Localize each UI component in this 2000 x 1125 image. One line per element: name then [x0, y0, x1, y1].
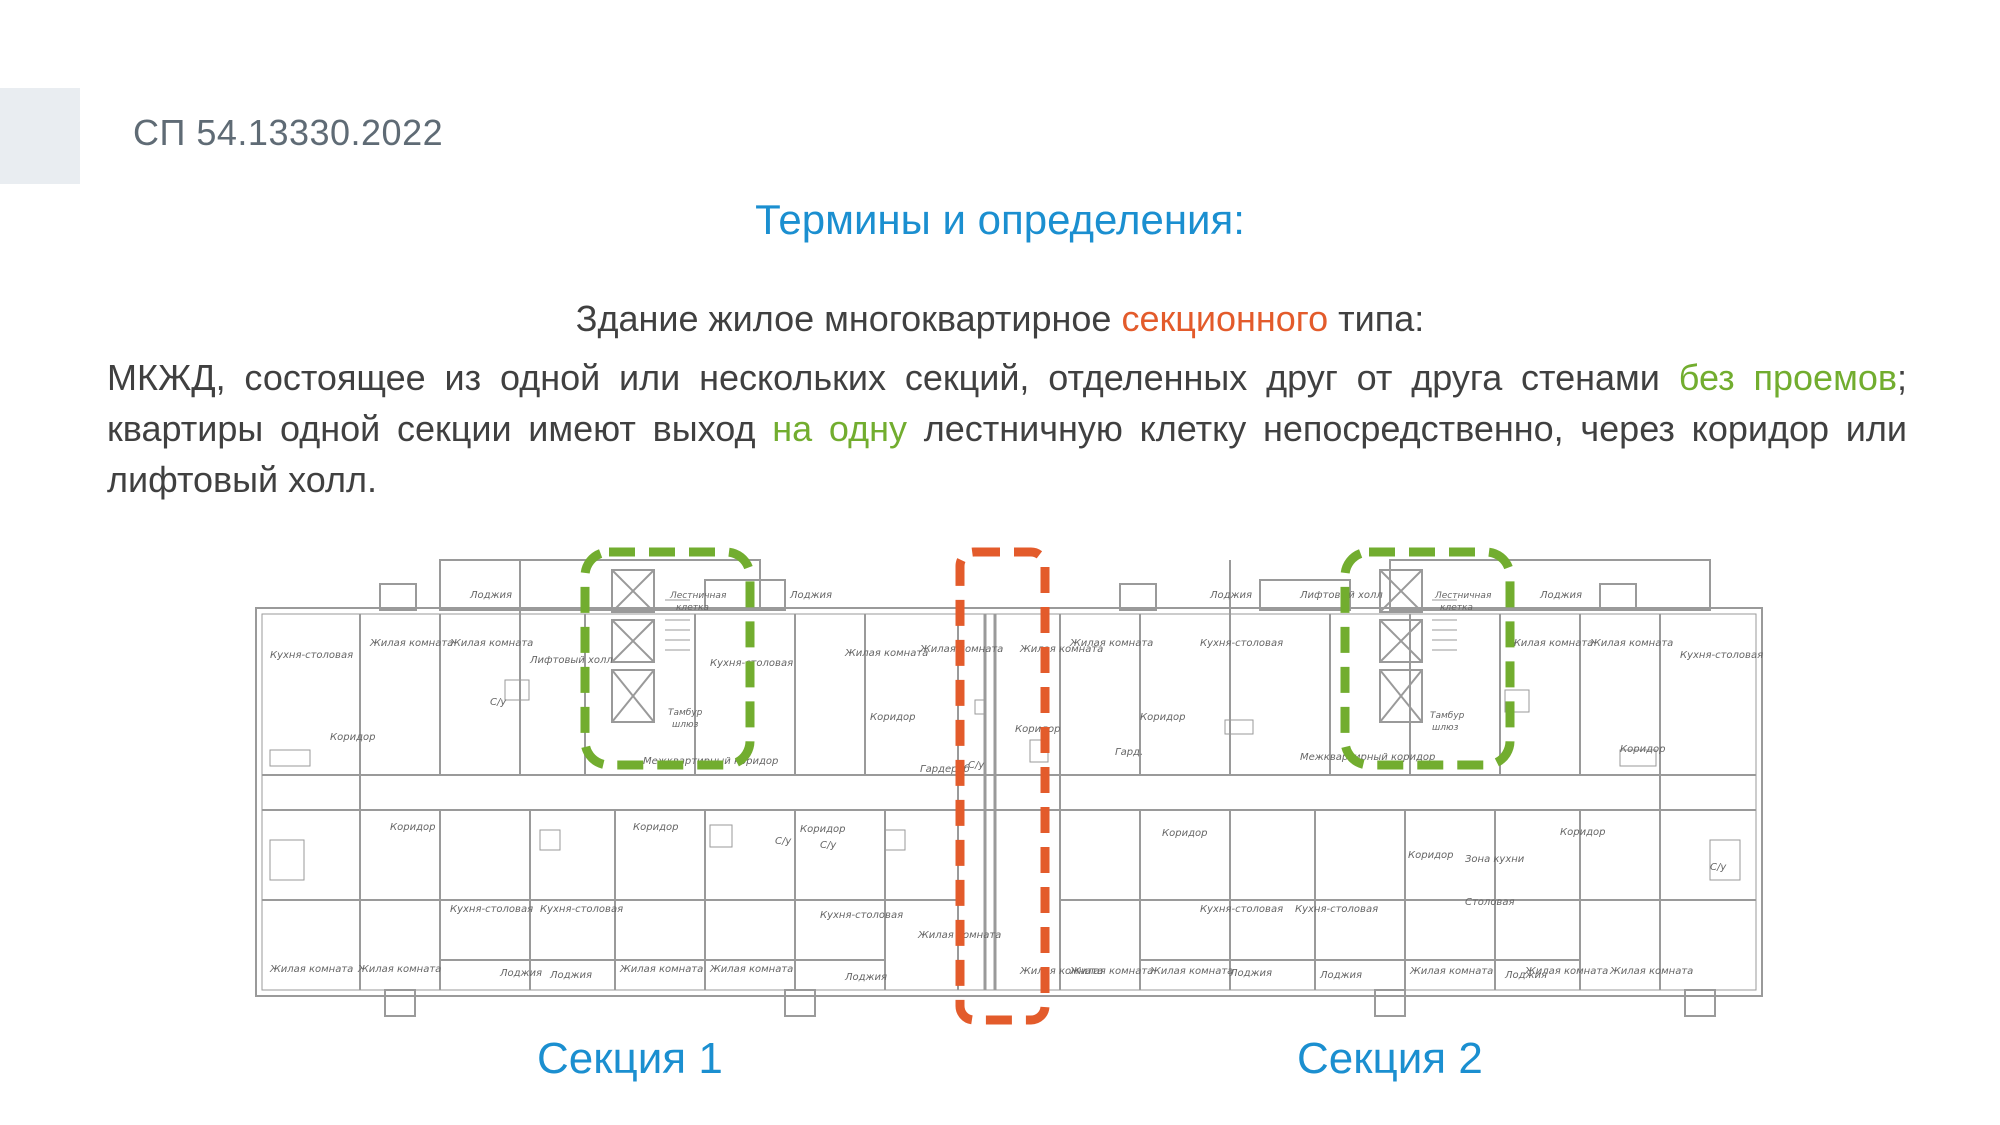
- definition-highlight-no-openings: без проемов: [1678, 357, 1897, 398]
- room-label: Лоджия: [1504, 970, 1547, 981]
- room-label: Жилая комната: [1149, 966, 1233, 977]
- room-label: Жилая комната: [369, 638, 453, 649]
- room-label: Кухня-столовая: [270, 650, 353, 661]
- room-label: Лоджия: [499, 968, 542, 979]
- room-label: Коридор: [870, 712, 915, 723]
- room-label: Жилая комната: [357, 964, 441, 975]
- room-label: Лоджия: [1209, 590, 1252, 601]
- room-label: Жилая комната: [1069, 638, 1153, 649]
- room-label: Жилая комната: [1069, 966, 1153, 977]
- section-wall-highlight: [955, 547, 1050, 1025]
- room-label: шлюз: [1432, 723, 1459, 733]
- definition-body: МКЖД, состоящее из одной или нескольких …: [107, 352, 1907, 505]
- room-label: шлюз: [672, 720, 699, 730]
- definition-title: Здание жилое многоквартирное секционного…: [0, 298, 2000, 340]
- room-label: Коридор: [1408, 850, 1453, 861]
- room-label: Кухня-столовая: [540, 904, 623, 915]
- room-label: Тамбур: [668, 708, 703, 718]
- floor-plan: Кухня-столовая Жилая комната Жилая комна…: [255, 547, 1763, 1025]
- room-label: Зона кухни: [1465, 854, 1525, 865]
- room-label: Жилая комната: [1019, 966, 1103, 977]
- room-label: Межквартирный коридор: [1300, 752, 1435, 763]
- section-2-label: Секция 2: [1297, 1034, 1483, 1083]
- room-label: Коридор: [1560, 827, 1605, 838]
- room-label: Столовая: [1465, 897, 1514, 908]
- room-label: Кухня-столовая: [1680, 650, 1763, 661]
- room-label: Лоджия: [1229, 968, 1272, 979]
- room-label: Кухня-столовая: [820, 910, 903, 921]
- room-label: Лифтовый холл: [529, 655, 613, 666]
- room-label: Коридор: [390, 822, 435, 833]
- corner-accent-block: [0, 88, 80, 184]
- room-label: Жилая комната: [844, 648, 928, 659]
- room-label: клетка: [1440, 603, 1473, 613]
- room-labels: Кухня-столовая Жилая комната Жилая комна…: [269, 590, 1763, 983]
- room-label: Жилая комната: [1019, 644, 1103, 655]
- room-label: Кухня-столовая: [1200, 904, 1283, 915]
- lift-stair-core-highlight-section-1: [580, 547, 755, 770]
- building-outline: [255, 607, 1763, 997]
- page-title: Термины и определения:: [755, 196, 1245, 243]
- room-label: Жилая комната: [1609, 966, 1693, 977]
- room-label: Лоджия: [1539, 590, 1582, 601]
- room-label: Жилая комната: [1589, 638, 1673, 649]
- definition-body-part-1: МКЖД, состоящее из одной или нескольких …: [107, 357, 1679, 398]
- room-label: С/у: [968, 760, 985, 771]
- room-label: Коридор: [1162, 828, 1207, 839]
- room-label: Коридор: [1015, 724, 1060, 735]
- room-label: Лестничная: [1434, 591, 1492, 601]
- room-label: Тамбур: [1430, 711, 1465, 721]
- room-label: клетка: [676, 603, 709, 613]
- room-label: Коридор: [1620, 744, 1665, 755]
- room-label: Лоджия: [469, 590, 512, 601]
- room-label: Коридор: [633, 822, 678, 833]
- room-label: Жилая комната: [619, 964, 703, 975]
- room-label: С/у: [1710, 862, 1727, 873]
- room-label: С/у: [820, 840, 837, 851]
- room-label: Коридор: [800, 824, 845, 835]
- room-label: Кухня-столовая: [450, 904, 533, 915]
- room-label: Гард.: [1115, 747, 1143, 758]
- definition-body-part-2: ; квартиры одной секции имеют выход: [107, 357, 1907, 449]
- room-label: Кухня-столовая: [1200, 638, 1283, 649]
- section-1-label: Секция 1: [537, 1034, 723, 1083]
- definition-title-pre: Здание жилое многоквартирное: [575, 298, 1122, 339]
- definition-title-post: типа:: [1328, 298, 1425, 339]
- room-label: Жилая комната: [1524, 966, 1608, 977]
- room-label: Лестничная: [669, 591, 727, 601]
- definition-body-part-3: лестничную клетку непосредственно, через…: [107, 408, 1907, 500]
- room-label: С/у: [490, 697, 507, 708]
- room-label: Жилая комната: [1409, 966, 1493, 977]
- room-label: Лоджия: [789, 590, 832, 601]
- document-code: СП 54.13330.2022: [133, 112, 444, 153]
- room-label: Жилая комната: [709, 964, 793, 975]
- room-label: Лоджия: [549, 970, 592, 981]
- plan-walls: [255, 559, 1763, 1017]
- lift-stair-core-highlight-section-2: [1340, 547, 1515, 770]
- room-label: Жилая комната: [1509, 638, 1593, 649]
- definition-highlight-one-stair: на одну: [772, 408, 907, 449]
- room-label: Жилая комната: [269, 964, 353, 975]
- definition-title-highlight: секционного: [1121, 298, 1329, 339]
- room-label: Кухня-столовая: [1295, 904, 1378, 915]
- room-label: Коридор: [1140, 712, 1185, 723]
- room-label: Жилая комната: [449, 638, 533, 649]
- room-label: Лоджия: [1319, 970, 1362, 981]
- room-label: Коридор: [330, 732, 375, 743]
- room-label: Лоджия: [844, 972, 887, 983]
- room-label: С/у: [775, 836, 792, 847]
